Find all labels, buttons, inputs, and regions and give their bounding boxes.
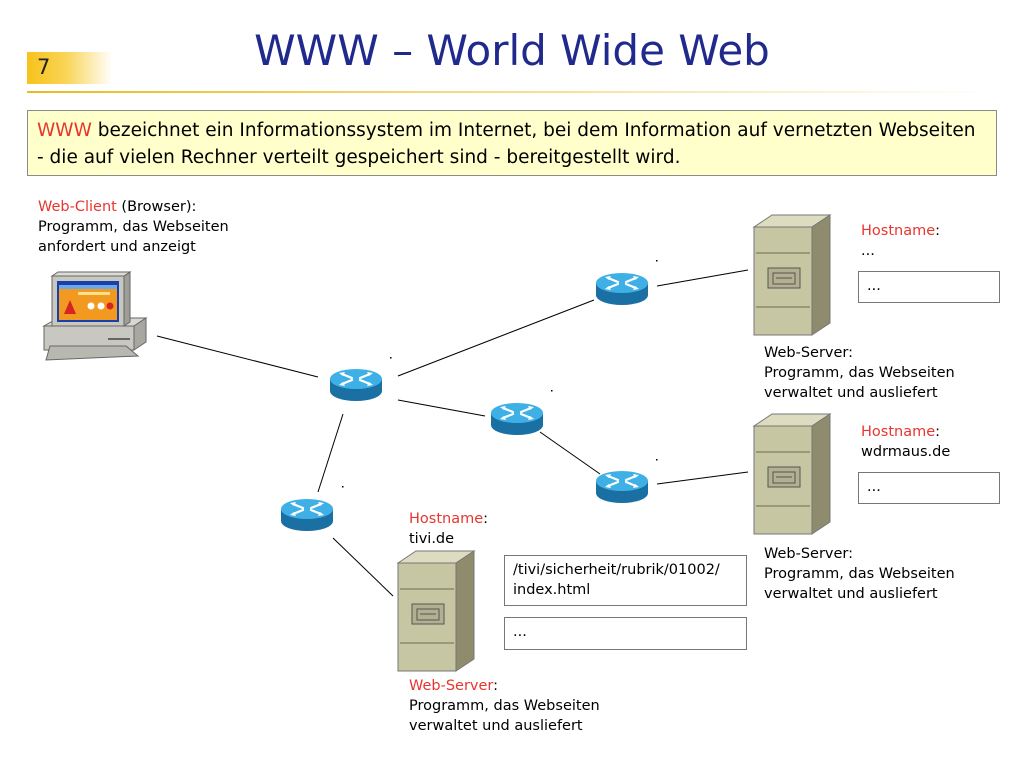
server-desc-colon: : <box>493 678 499 694</box>
url-line2: index.html <box>513 582 591 598</box>
hostname-colon: : <box>935 424 941 440</box>
slide-number-text: 7 <box>37 55 51 79</box>
server-desc-title: Web-Server <box>409 678 494 694</box>
server-bottom-page-box: ... <box>504 617 747 650</box>
router-icon <box>328 367 384 403</box>
definition-term: WWW <box>37 120 92 141</box>
slide-number: 7 <box>27 52 113 84</box>
server-middle-page-box: ... <box>858 472 1000 504</box>
url-line1: /tivi/sicherheit/rubrik/01002/ <box>513 562 720 578</box>
client-desc-line2: anfordert und anzeigt <box>38 239 196 255</box>
server-bottom-url-box: /tivi/sicherheit/rubrik/01002/ index.htm… <box>504 555 747 606</box>
connection-lines <box>156 269 749 597</box>
client-title: Web-Client <box>38 199 117 215</box>
server-desc-line1: Programm, das Webseiten <box>409 698 600 714</box>
router-icon <box>489 401 545 437</box>
client-title-suffix: (Browser): <box>116 199 197 215</box>
server-middle-hostname: Hostname: wdrmaus.de <box>861 422 950 462</box>
hostname-colon: : <box>483 511 489 527</box>
server-top-hostname: Hostname: ... <box>861 221 940 261</box>
server-tower-icon <box>753 214 831 336</box>
client-label: Web-Client (Browser): Programm, das Webs… <box>38 197 229 257</box>
server-bottom-description: Web-Server: Programm, das Webseiten verw… <box>409 676 600 736</box>
server-top-page-box: ... <box>858 271 1000 303</box>
server-middle-description: Web-Server: Programm, das Webseiten verw… <box>764 544 955 604</box>
client-desc-line1: Programm, das Webseiten <box>38 219 229 235</box>
tiny-marks <box>342 260 658 488</box>
hostname-label: Hostname <box>861 424 936 440</box>
slide-title: WWW – World Wide Web <box>254 26 770 75</box>
title-divider <box>27 91 1000 93</box>
router-icon <box>594 469 650 505</box>
server-desc-title: Web-Server: <box>764 345 854 361</box>
client-title-line: Web-Client (Browser): <box>38 197 229 217</box>
server-desc-title: Web-Server: <box>764 546 854 562</box>
server-desc-line1: Programm, das Webseiten <box>764 566 955 582</box>
desktop-computer-icon <box>42 271 148 361</box>
hostname-value: tivi.de <box>409 531 455 547</box>
hostname-label: Hostname <box>409 511 484 527</box>
server-tower-icon <box>753 413 831 535</box>
server-tower-icon <box>397 550 475 672</box>
server-desc-line2: verwaltet und ausliefert <box>764 385 938 401</box>
server-desc-line2: verwaltet und ausliefert <box>764 586 938 602</box>
hostname-value: wdrmaus.de <box>861 444 951 460</box>
definition-text: bezeichnet ein Informationssystem im Int… <box>37 120 976 168</box>
definition-box: WWW bezeichnet ein Informationssystem im… <box>27 110 997 176</box>
hostname-label: Hostname <box>861 223 936 239</box>
hostname-colon: : <box>935 223 941 239</box>
router-icon <box>594 271 650 307</box>
server-desc-line2: verwaltet und ausliefert <box>409 718 583 734</box>
server-bottom-hostname: Hostname: tivi.de <box>409 509 488 549</box>
server-top-description: Web-Server: Programm, das Webseiten verw… <box>764 343 955 403</box>
server-desc-line1: Programm, das Webseiten <box>764 365 955 381</box>
hostname-value: ... <box>861 243 875 259</box>
router-icon <box>279 497 335 533</box>
